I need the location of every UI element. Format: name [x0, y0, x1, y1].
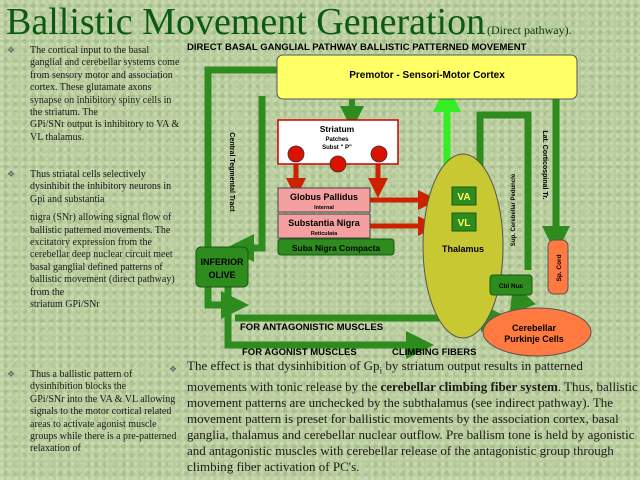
vl-label: VL	[458, 218, 471, 229]
striatum-label: Striatum	[320, 124, 355, 134]
cerebellar-label: Cerebellar	[512, 323, 557, 333]
thalamus-ellipse	[422, 153, 504, 339]
bullet-icon: ❖	[7, 170, 16, 180]
purkinje-label: Purkinje Cells	[504, 334, 564, 344]
bullet-text-2: Thus striatal cells selectively dysinhib…	[30, 169, 175, 311]
snc-label: Suba Nigra Compacta	[292, 243, 381, 253]
cerebellar-nuclei-box	[489, 274, 533, 296]
subst-p-label: Subst " P"	[322, 145, 352, 151]
globus-pallidus-box	[277, 187, 371, 213]
cortex-label: Premotor - Sensori-Motor Cortex	[349, 70, 505, 81]
gp-internal-label: Internal	[314, 205, 334, 211]
slide-subtitle: (Direct pathway).	[487, 23, 572, 37]
sup-cerebellar-label: Sup. Cerebellar Peduncle	[511, 173, 517, 246]
cortex-box	[276, 54, 578, 100]
striatal-cell	[329, 155, 347, 173]
lat-corticospinal-label: Lat. Corticospinal Tr.	[541, 130, 548, 199]
central-tegmental-label: Central Tegmental Tract	[228, 132, 235, 212]
substantia-nigra-label: Substantia Nigra	[288, 218, 361, 228]
spinal-cord-box	[547, 239, 569, 295]
cerebellar-nuclei-label: Cbl Nuc	[499, 283, 524, 290]
green-tracts	[204, 66, 570, 359]
bullet-icon: ❖	[7, 370, 16, 380]
thalamus-label: Thalamus	[442, 244, 484, 254]
antagonistic-label: FOR ANTAGONISTIC MUSCLES	[240, 322, 383, 333]
bullet-text-1: The cortical input to the basal ganglial…	[30, 45, 180, 143]
bullet-icon: ❖	[7, 46, 16, 56]
inferior-olive-label-2: OLIVE	[208, 270, 235, 280]
snc-box	[277, 238, 395, 256]
patches-label: Patches	[325, 137, 349, 143]
va-label: VA	[457, 192, 470, 203]
slide-title: Ballistic Movement Generation	[6, 1, 486, 43]
bullet-text-3: Thus a ballistic pattern of dysinhibitio…	[30, 369, 177, 455]
substantia-nigra-box	[277, 213, 371, 239]
summary-paragraph: The effect is that dysinhibition of Gpi …	[187, 358, 638, 474]
climbing-fibers-label: CLIMBING FIBERS	[392, 347, 476, 358]
sn-reticulata-label: Reticulata	[311, 231, 338, 237]
cerebellum-ellipse	[482, 307, 592, 357]
striatal-cell	[287, 145, 305, 163]
globus-pallidus-label: Globus Pallidus	[290, 192, 358, 202]
vl-box	[451, 212, 477, 232]
inferior-olive-box	[195, 246, 249, 288]
agonist-label: FOR AGONIST MUSCLES	[242, 347, 357, 358]
striatal-cell	[370, 145, 388, 163]
diagram-header: DIRECT BASAL GANGLIAL PATHWAY BALLISTIC …	[187, 42, 527, 53]
spinal-cord-label: Sp. Cord	[556, 254, 563, 281]
bullet-icon: ❖	[169, 365, 178, 375]
inferior-olive-label-1: INFERIOR	[200, 257, 244, 267]
va-box	[451, 186, 477, 206]
